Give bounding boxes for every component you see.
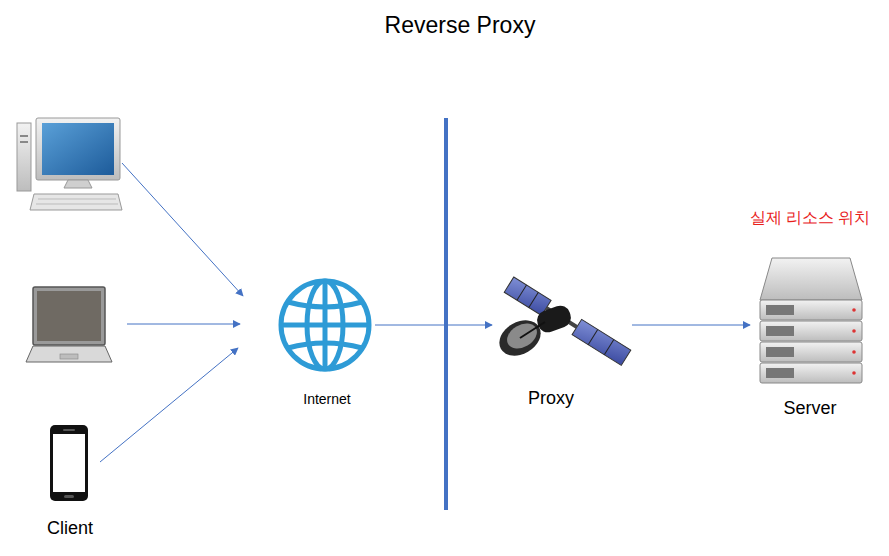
desktop-icon [17, 118, 122, 210]
node-label: Client [47, 518, 93, 540]
laptop-icon [26, 287, 112, 362]
connector-arrow [375, 325, 492, 326]
arrow-line [127, 324, 240, 325]
node-label: Server [783, 398, 836, 420]
node-label: Internet [303, 391, 350, 408]
arrow-line [122, 163, 243, 296]
node-label: Proxy [528, 388, 574, 410]
client-node: Client [28, 420, 112, 540]
server-icon [760, 258, 862, 383]
proxy-node: Proxy [471, 270, 631, 410]
internet-node: Internet [272, 275, 382, 408]
divider-line [444, 118, 448, 510]
server-node: 실제 리소스 위치 Server [740, 208, 880, 420]
node-heading: 실제 리소스 위치 [750, 208, 871, 227]
satellite-icon [493, 277, 631, 365]
phone-icon [50, 425, 88, 501]
connector-arrow [100, 348, 238, 462]
globe-icon [281, 281, 369, 369]
diagram-title: Reverse Proxy [260, 12, 660, 39]
connector-arrow [632, 325, 750, 326]
